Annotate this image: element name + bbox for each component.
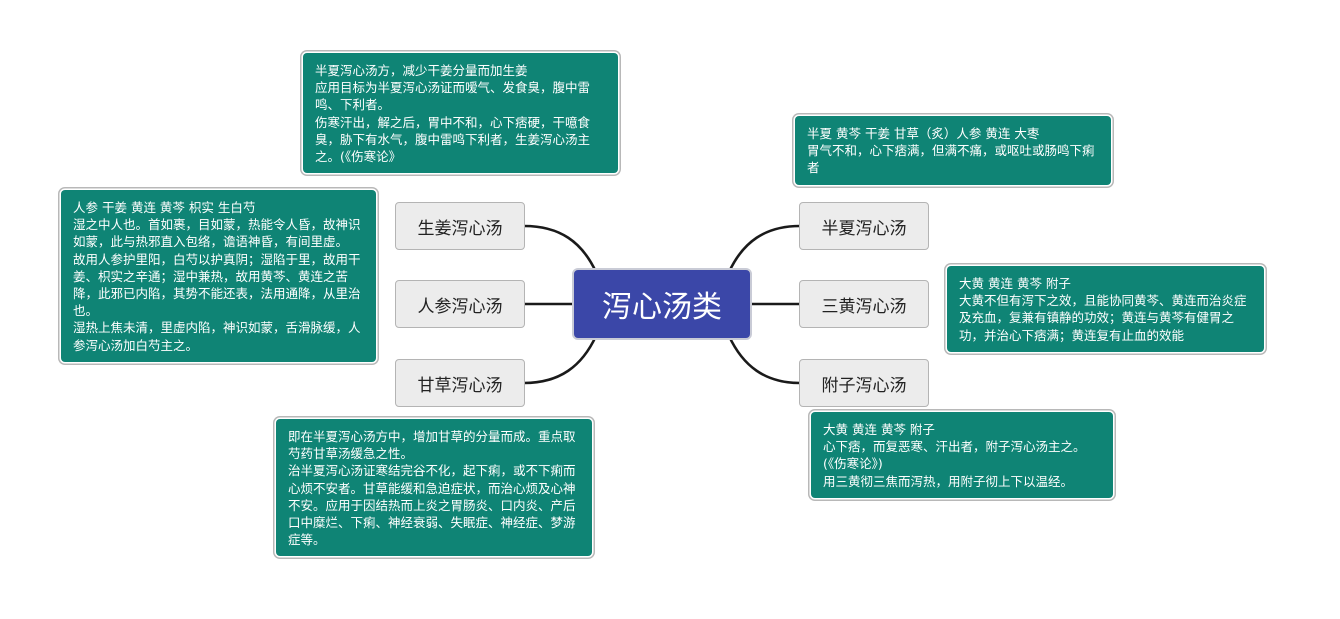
note-line: 湿之中人也。首如裹，目如蒙，热能令人昏，故神识如蒙，此与热邪直入包络，谵语神昏，…: [73, 217, 361, 250]
note-banxia: 半夏 黄芩 干姜 甘草（炙）人参 黄连 大枣 胃气不和，心下痞满，但满不痛，或呕…: [795, 116, 1111, 185]
note-line: 大黄不但有泻下之效，且能协同黄芩、黄连而治炎症及充血，复兼有镇静的功效；黄连与黄…: [959, 293, 1247, 343]
note-shengjiang: 半夏泻心汤方，减少干姜分量而加生姜 应用目标为半夏泻心汤证而嗳气、发食臭，腹中雷…: [303, 53, 618, 174]
note-line: 半夏泻心汤方，减少干姜分量而加生姜: [315, 63, 528, 78]
note-line: 湿热上焦未清，里虚内陷，神识如蒙，舌滑脉缓，人参泻心汤加白芍主之。: [73, 320, 361, 353]
note-gancao: 即在半夏泻心汤方中，增加甘草的分量而成。重点取芍药甘草汤缓急之性。 治半夏泻心汤…: [276, 419, 592, 557]
central-topic[interactable]: 泻心汤类: [572, 268, 752, 340]
note-line: 胃气不和，心下痞满，但满不痛，或呕吐或肠鸣下痢者: [807, 143, 1095, 176]
link-gancao: [522, 334, 598, 385]
note-line: 人参 干姜 黄连 黄芩 枳实 生白芍: [73, 200, 256, 215]
note-line: 即在半夏泻心汤方中，增加甘草的分量而成。重点取芍药甘草汤缓急之性。: [288, 429, 576, 462]
note-line: 用三黄彻三焦而泻热，用附子彻上下以温经。: [823, 473, 1074, 489]
note-fuzi: 大黄 黄连 黄芩 附子 心下痞，而复恶寒、汗出者，附子泻心汤主之。(《伤寒论》)…: [811, 412, 1113, 498]
note-line: 治半夏泻心汤证寒结完谷不化，起下痢，或不下痢而心烦不安者。甘草能缓和急迫症状，而…: [288, 463, 576, 548]
link-fuzi: [727, 334, 802, 385]
topic-sanhuang[interactable]: 三黄泻心汤: [799, 280, 929, 328]
note-line: 应用目标为半夏泻心汤证而嗳气、发食臭，腹中雷鸣、下利者。: [315, 80, 591, 113]
note-line: 故用人参护里阳，白芍以护真阴；湿陷于里，故用干姜、枳实之辛通；湿中兼热，故用黄芩…: [73, 251, 361, 319]
topic-gancao[interactable]: 甘草泻心汤: [395, 359, 525, 407]
note-renshen: 人参 干姜 黄连 黄芩 枳实 生白芍 湿之中人也。首如裹，目如蒙，热能令人昏，故…: [61, 190, 376, 362]
topic-shengjiang[interactable]: 生姜泻心汤: [395, 202, 525, 250]
link-shengjiang: [522, 224, 598, 274]
note-line: 心下痞，而复恶寒、汗出者，附子泻心汤主之。(《伤寒论》): [823, 439, 1086, 472]
note-line: 半夏 黄芩 干姜 甘草（炙）人参 黄连 大枣: [807, 126, 1040, 141]
note-line: 大黄 黄连 黄芩 附子: [959, 276, 1071, 291]
note-line: 伤寒汗出，解之后，胃中不和，心下痞硬，干噫食臭，胁下有水气，腹中雷鸣下利者，生姜…: [315, 114, 591, 165]
topic-renshen[interactable]: 人参泻心汤: [395, 280, 525, 328]
link-banxia: [727, 224, 802, 274]
topic-banxia[interactable]: 半夏泻心汤: [799, 202, 929, 250]
topic-fuzi[interactable]: 附子泻心汤: [799, 359, 929, 407]
note-sanhuang: 大黄 黄连 黄芩 附子 大黄不但有泻下之效，且能协同黄芩、黄连而治炎症及充血，复…: [947, 266, 1264, 352]
note-line: 大黄 黄连 黄芩 附子: [823, 422, 935, 437]
